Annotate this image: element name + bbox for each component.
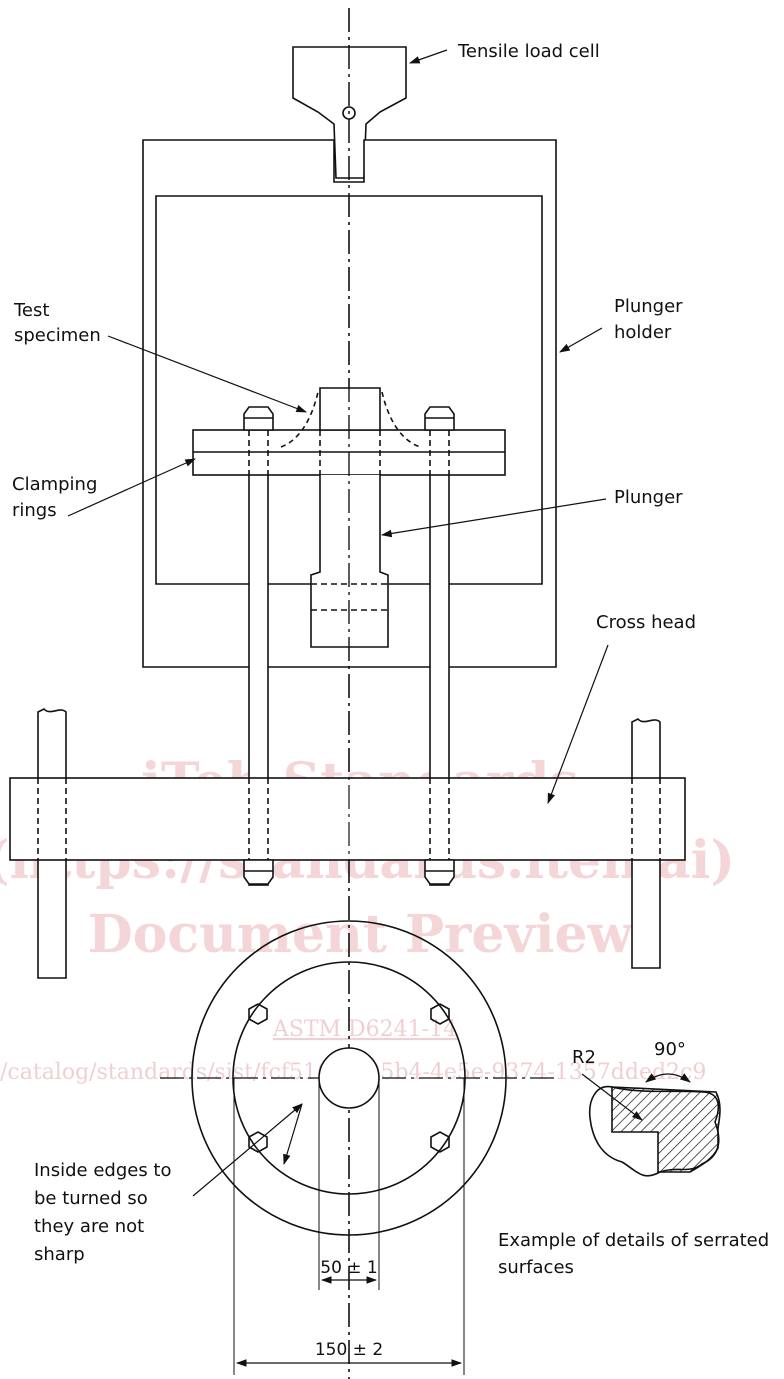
label-tensile-load-cell: Tensile load cell	[457, 41, 600, 62]
dimension-150: 150 ± 2	[315, 1340, 383, 1360]
leader-plunger-holder	[559, 327, 603, 353]
bolt-hole-tl	[248, 1003, 268, 1025]
plunger-hole	[318, 1047, 380, 1109]
label-inside-edges-line-1: Inside edges to	[34, 1160, 172, 1181]
leader-cross-head	[547, 644, 609, 805]
leader-plunger	[380, 498, 607, 538]
bolt-hole-br	[430, 1131, 450, 1153]
dimension-50: 50 ± 1	[320, 1258, 378, 1278]
specimen-curve-right	[381, 391, 421, 448]
label-plunger: Plunger	[614, 487, 683, 508]
leader-load-cell	[408, 49, 448, 64]
label-angle: 90°	[654, 1039, 686, 1060]
plunger-head	[319, 387, 381, 431]
label-example-line-1: Example of details of serrated	[498, 1230, 769, 1251]
angle-arc	[645, 1073, 691, 1083]
cross-head	[9, 777, 686, 861]
leader-clamping-rings	[67, 458, 196, 517]
bolt-hole-tr	[430, 1003, 450, 1025]
serration-hatched-section	[611, 1086, 721, 1173]
leader-radius	[581, 1073, 643, 1121]
label-test-specimen-line-2: specimen	[14, 325, 101, 346]
watermark-line-4: ASTM D6241-14	[272, 1017, 457, 1042]
right-bottom-nut	[424, 859, 455, 885]
label-radius: R2	[572, 1047, 596, 1068]
label-plunger-holder-line-1: Plunger	[614, 296, 683, 317]
label-clamping-rings-line-2: rings	[12, 500, 57, 521]
plunger-holder	[142, 139, 557, 668]
label-test-specimen-line-1: Test	[13, 300, 49, 321]
left-bottom-nut	[243, 859, 274, 885]
leader-inside-edges-a	[192, 1103, 303, 1197]
leader-inside-edges-b	[283, 1103, 303, 1166]
label-inside-edges-line-4: sharp	[34, 1244, 85, 1265]
leader-test-specimen	[107, 335, 308, 413]
label-inside-edges-line-3: they are not	[34, 1216, 144, 1237]
label-clamping-rings-line-1: Clamping	[12, 474, 97, 495]
watermark-line-3: Document Preview	[88, 904, 634, 965]
specimen-curve-left	[280, 391, 319, 448]
label-example-line-2: surfaces	[498, 1257, 574, 1278]
label-cross-head: Cross head	[596, 612, 696, 633]
outer-ring	[191, 920, 507, 1236]
inner-ring	[232, 961, 466, 1195]
label-inside-edges-line-2: be turned so	[34, 1188, 148, 1209]
bolt-hole-bl	[248, 1131, 268, 1153]
label-plunger-holder-line-2: holder	[614, 322, 672, 343]
